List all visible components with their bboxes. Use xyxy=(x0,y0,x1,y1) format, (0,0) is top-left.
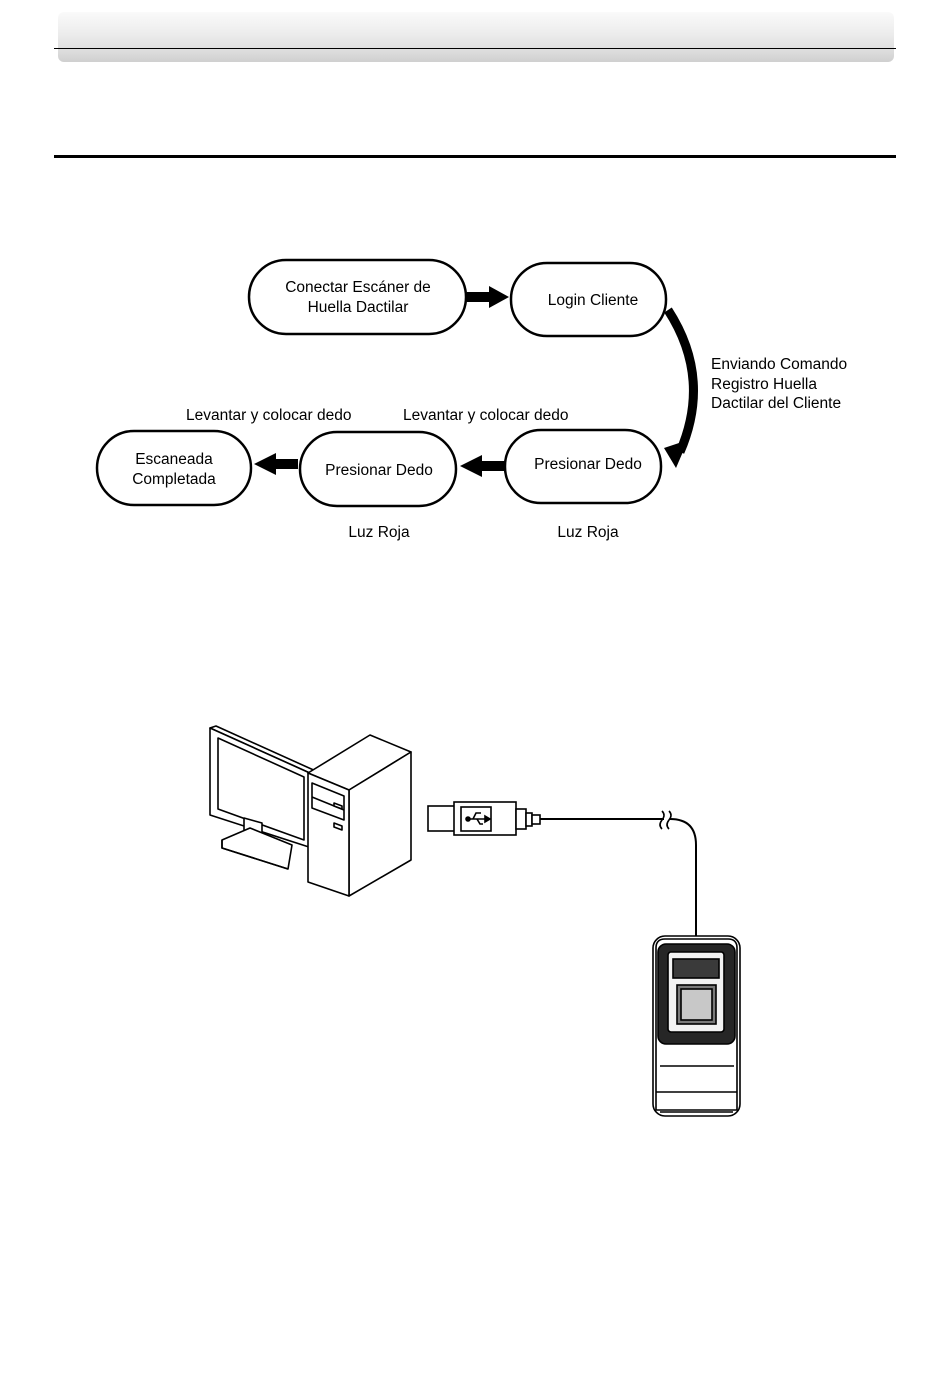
node-press-right-label: Presionar Dedo xyxy=(534,456,642,473)
node-login-label: Login Cliente xyxy=(548,292,638,309)
arrow-login-to-press xyxy=(664,310,693,468)
node-connect-line2: Huella Dactilar xyxy=(308,299,409,316)
sending-line1: Enviando Comando xyxy=(711,356,847,373)
usb-plug-icon xyxy=(428,802,540,835)
node-connect-scanner: Conectar Escáner de Huella Dactilar xyxy=(249,260,466,334)
arrow-connect-to-login xyxy=(467,286,509,308)
computer-illustration xyxy=(210,726,411,896)
node-login-client: Login Cliente xyxy=(511,263,666,336)
sending-line2: Registro Huella xyxy=(711,376,817,393)
sending-line3: Dactilar del Cliente xyxy=(711,395,841,412)
node-press-finger-right: Presionar Dedo xyxy=(505,430,661,503)
node-scan-complete: Escaneada Completada xyxy=(97,431,251,505)
arrow-press-to-done xyxy=(254,453,298,475)
node-press-finger-middle: Presionar Dedo xyxy=(300,432,456,506)
node-done-line1: Escaneada xyxy=(135,451,213,468)
arrow-press-to-press xyxy=(460,455,504,477)
node-done-line2: Completada xyxy=(132,471,216,488)
node-connect-line1: Conectar Escáner de xyxy=(285,279,431,296)
red-light-middle: Luz Roja xyxy=(348,524,410,541)
lift-place-right: Levantar y colocar dedo xyxy=(403,407,568,424)
lift-place-left: Levantar y colocar dedo xyxy=(186,407,351,424)
usb-cable xyxy=(540,811,696,940)
red-light-right: Luz Roja xyxy=(557,524,619,541)
node-press-middle-label: Presionar Dedo xyxy=(325,462,433,479)
fingerprint-scanner-illustration xyxy=(653,936,740,1116)
